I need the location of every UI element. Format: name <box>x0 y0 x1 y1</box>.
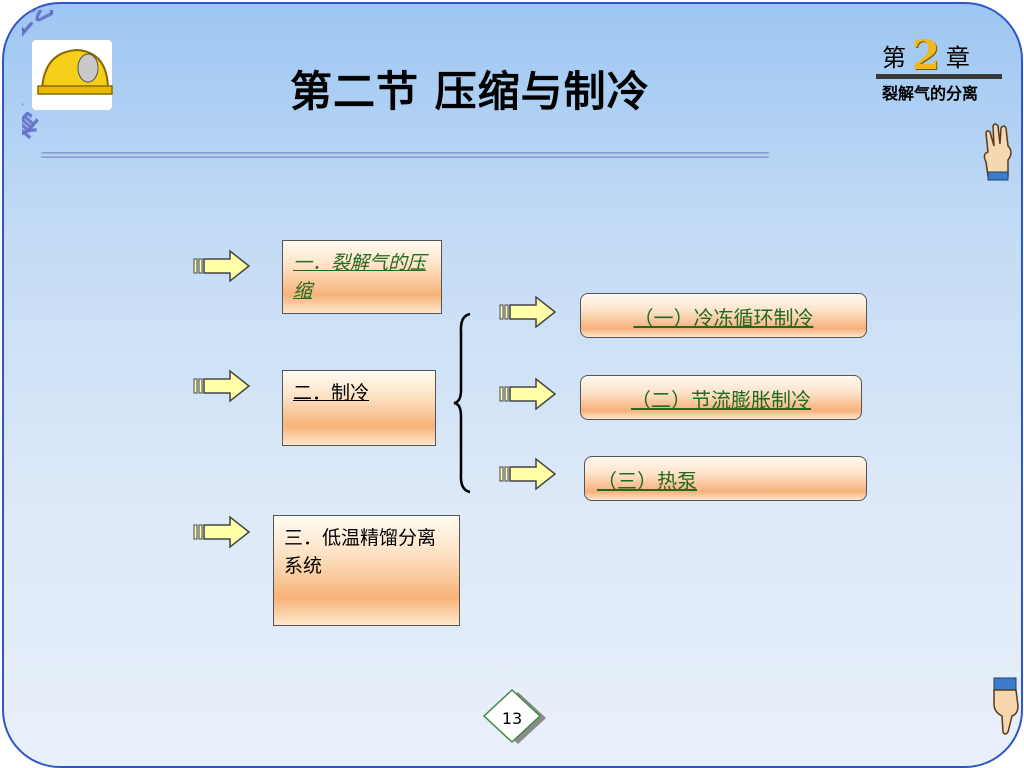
hand-pointing-down-icon[interactable] <box>988 676 1022 736</box>
page-number: 13 <box>501 709 523 728</box>
safety-helmet-icon <box>32 40 113 110</box>
curly-brace <box>453 312 471 494</box>
hand-pointing-up-icon[interactable] <box>978 122 1018 182</box>
arrow-right-icon <box>193 369 251 403</box>
chapter-divider <box>876 74 1002 79</box>
subsection-link-heat-pump[interactable]: （三）热泵 <box>584 456 867 501</box>
chapter-suffix: 章 <box>945 44 970 72</box>
subsection-link-cycle[interactable]: （一）冷冻循环制冷 <box>580 293 867 338</box>
section-box-cryogenic: 三．低温精馏分离系统 <box>273 515 460 626</box>
arrow-right-icon <box>193 249 251 283</box>
subsection-link-throttling[interactable]: （二）节流膨胀制冷 <box>580 375 862 420</box>
chapter-subtitle: 裂解气的分离 <box>882 84 979 103</box>
section-link-compression[interactable]: 一．裂解气的压缩 <box>282 240 442 314</box>
subsection-label: （一）冷冻循环制冷 <box>633 306 814 330</box>
page-title: 第二节 压缩与制冷 <box>290 67 650 116</box>
section-link-refrigeration[interactable]: 二．制冷 <box>282 370 436 446</box>
course-logo: 有机化工工艺 <box>22 10 113 143</box>
section-label: 二．制冷 <box>293 382 370 404</box>
arrow-right-icon <box>499 457 557 491</box>
section-label: 一．裂解气的压缩 <box>293 252 427 302</box>
page-number-diamond-icon <box>482 688 546 744</box>
arrow-right-icon <box>499 295 557 329</box>
title-divider <box>40 152 770 158</box>
chapter-prefix: 第 <box>882 44 906 72</box>
section-label: 三．低温精馏分离系统 <box>284 527 437 577</box>
chapter-number: 2 <box>912 32 940 79</box>
arrow-right-icon <box>193 515 251 549</box>
subsection-label: （三）热泵 <box>597 469 697 493</box>
subsection-label: （二）节流膨胀制冷 <box>631 388 811 412</box>
arrow-right-icon <box>499 377 557 411</box>
